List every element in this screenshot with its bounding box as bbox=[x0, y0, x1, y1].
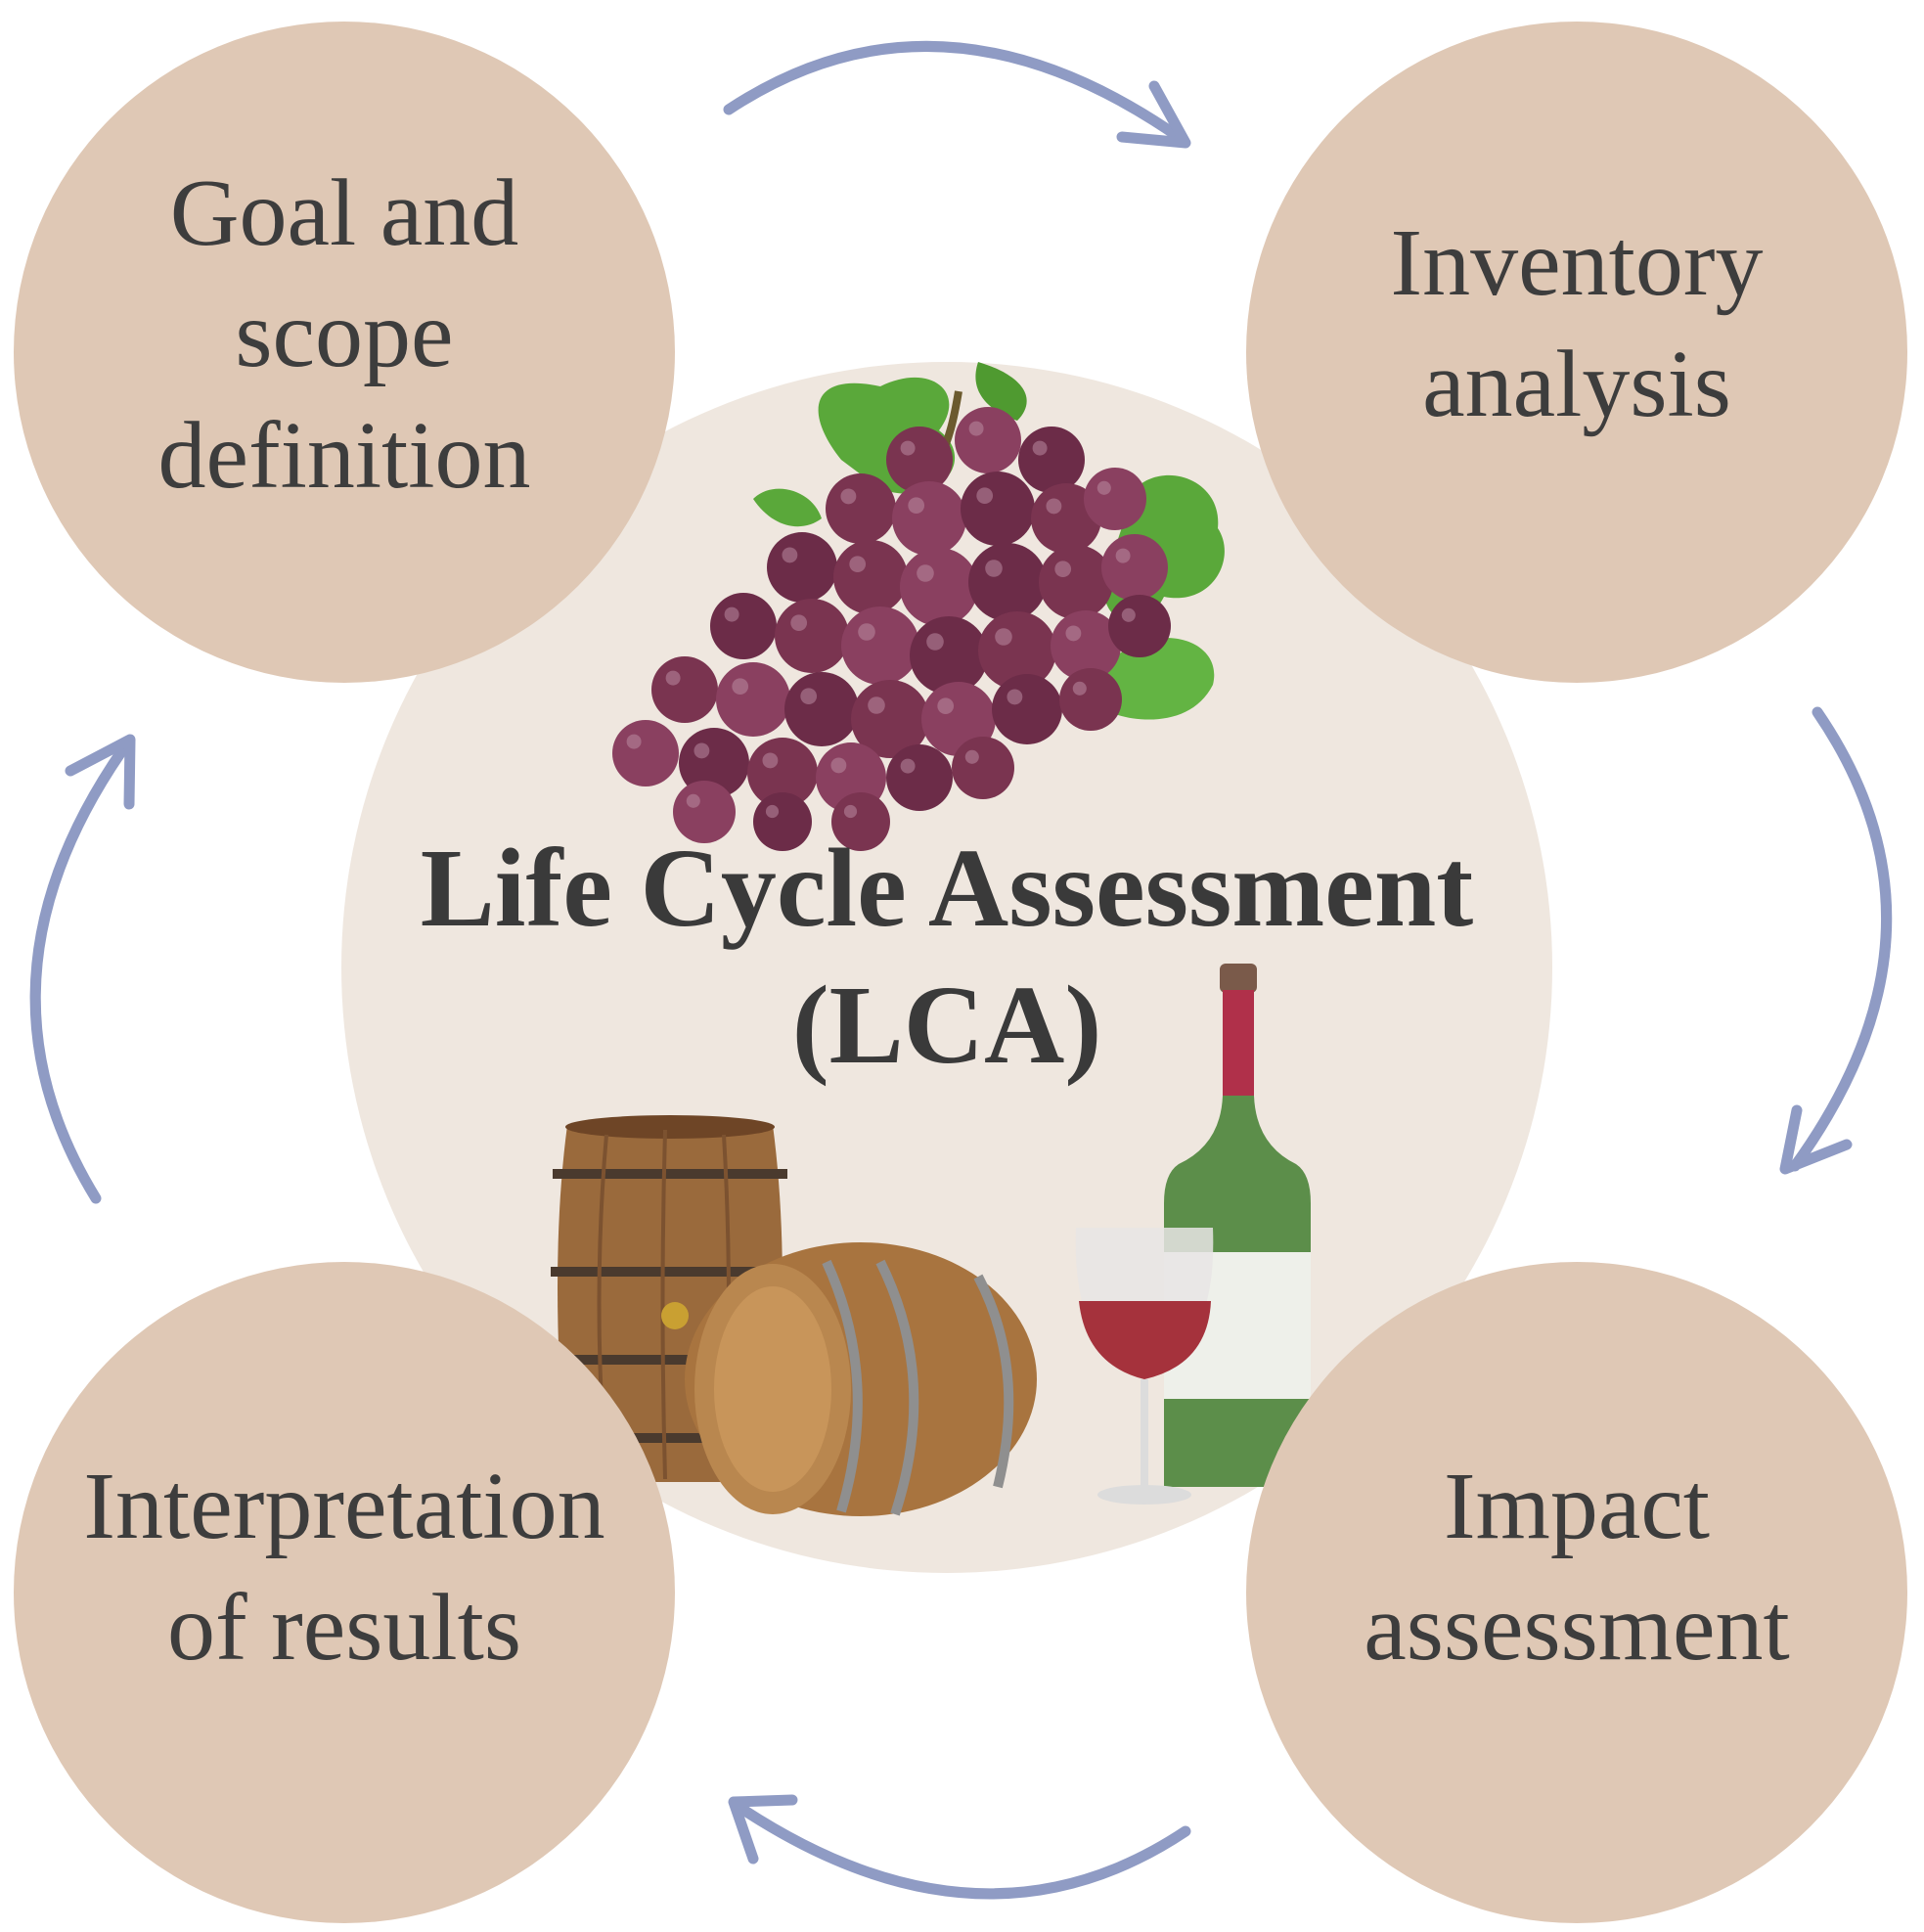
grape-berry-highlight bbox=[1054, 561, 1072, 578]
grape-berry-highlight bbox=[858, 623, 875, 641]
stage-inventory-analysis: Inventory analysis bbox=[1246, 22, 1907, 683]
center-title-line1: Life Cycle Assessment bbox=[420, 826, 1474, 950]
stage-interpretation-label: Interpretation of results bbox=[83, 1454, 605, 1681]
grape-berry-highlight bbox=[782, 547, 798, 563]
stage-interpretation: Interpretation of results bbox=[14, 1262, 675, 1923]
grape-berry-highlight bbox=[849, 556, 867, 573]
grape-berry-highlight bbox=[724, 607, 739, 622]
grape-berry-highlight bbox=[1032, 440, 1048, 456]
grape-berry-highlight bbox=[1046, 498, 1062, 515]
grape-berry-highlight bbox=[1115, 548, 1131, 563]
grape-berries bbox=[612, 407, 1171, 851]
grape-berry-highlight bbox=[900, 758, 916, 774]
wine-barrels-icon bbox=[551, 1115, 1037, 1516]
grape-berry-highlight bbox=[900, 440, 916, 456]
grape-berry-highlight bbox=[762, 752, 779, 769]
grape-berry-highlight bbox=[1072, 681, 1087, 696]
arrow-interpretation-to-goal bbox=[29, 734, 136, 1204]
grape-berry-highlight bbox=[665, 670, 681, 686]
grape-berry-highlight bbox=[840, 488, 857, 505]
center-title: Life Cycle Assessment (LCA) bbox=[341, 820, 1552, 1094]
grape-berry-highlight bbox=[626, 734, 642, 749]
grape-berry-highlight bbox=[830, 757, 847, 774]
grape-berry-highlight bbox=[908, 497, 925, 515]
grape-berry-highlight bbox=[917, 564, 934, 582]
grape-berry-highlight bbox=[1096, 480, 1111, 495]
grape-berry-highlight bbox=[686, 793, 700, 808]
stage-impact-label: Impact assessment bbox=[1364, 1454, 1790, 1681]
grape-berry-highlight bbox=[985, 560, 1003, 577]
grape-berry-highlight bbox=[732, 678, 749, 696]
grape-berry-highlight bbox=[937, 697, 955, 715]
grape-berry-highlight bbox=[800, 688, 818, 705]
grape-berry-highlight bbox=[1007, 689, 1023, 705]
grape-berry-highlight bbox=[765, 804, 780, 819]
stage-goal-and-scope: Goal and scope definition bbox=[14, 22, 675, 683]
grape-berry-highlight bbox=[790, 614, 808, 632]
grape-berry-highlight bbox=[1121, 607, 1136, 622]
grape-berry-highlight bbox=[968, 421, 984, 436]
arrow-inventory-to-impact bbox=[1779, 706, 1893, 1175]
grape-berry-highlight bbox=[926, 633, 944, 651]
arrow-goal-to-inventory bbox=[723, 41, 1191, 149]
arrow-impact-to-interpretation bbox=[728, 1794, 1191, 1900]
grape-berry-highlight bbox=[1065, 625, 1082, 642]
stage-impact-assessment: Impact assessment bbox=[1246, 1262, 1907, 1923]
center-title-line2: (LCA) bbox=[791, 963, 1102, 1087]
grape-berry-highlight bbox=[976, 487, 994, 505]
wine-glass-icon bbox=[1075, 1228, 1214, 1505]
grape-berry-highlight bbox=[964, 749, 979, 764]
grape-berry-highlight bbox=[843, 804, 858, 819]
grape-berry-highlight bbox=[694, 742, 710, 759]
stage-goal-label: Goal and scope definition bbox=[157, 160, 531, 509]
grape-berry-highlight bbox=[995, 628, 1012, 646]
grape-berry-highlight bbox=[868, 696, 885, 714]
stage-inventory-label: Inventory analysis bbox=[1390, 210, 1764, 437]
